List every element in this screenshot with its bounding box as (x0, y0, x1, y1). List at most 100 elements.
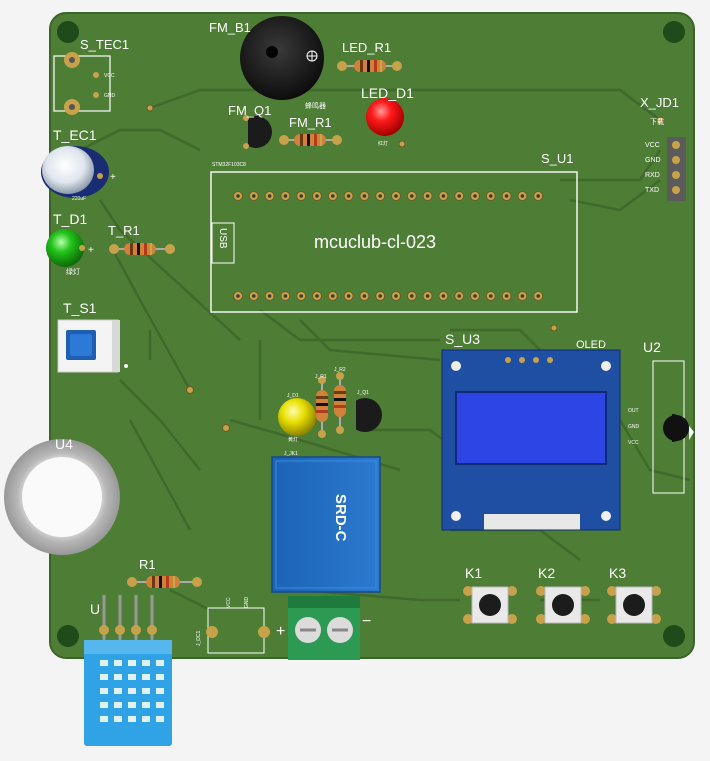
x-jd1-title: 下载 (650, 117, 664, 126)
mcu-pin-hole (441, 194, 446, 198)
j-r2-label: J_R2 (334, 367, 346, 373)
mcu-pin-hole (331, 194, 335, 198)
u2-pin-gnd: GND (628, 424, 640, 430)
r1-label: R1 (139, 557, 156, 572)
fm-r1-resistor (279, 134, 342, 146)
t-ec1-capacitor (41, 146, 109, 198)
t-ec1-value: 220uF (72, 196, 86, 202)
t-ec1-label: T_EC1 (53, 127, 97, 143)
s-u1-usb-label: USB (217, 228, 228, 249)
x-jd1-pin-gnd: GND (645, 157, 661, 164)
mcu-pin-hole (520, 294, 525, 298)
t-d1-green-led (46, 229, 85, 267)
power-connector-label: J_DC1 (196, 630, 202, 646)
vias (146, 104, 664, 432)
j-d1-yellow-led (278, 398, 316, 436)
fm-b1-buzzer (240, 16, 324, 100)
j-r1-label: J_R1 (315, 374, 327, 380)
t-s1-switch (57, 319, 128, 373)
u4-label: U4 (55, 436, 73, 452)
mcu-pin-hole (441, 294, 446, 298)
mcu-pin-hole (236, 194, 240, 198)
relay-label: J_JK1 (284, 451, 298, 457)
t-d1-label: T_D1 (53, 211, 87, 227)
copper-traces (79, 88, 691, 612)
mcu-pin-hole (331, 294, 335, 298)
mcu-pin-hole (473, 194, 477, 198)
mcu-pin-hole (473, 294, 477, 298)
silkscreen-text: S_TEC1 VCC GND T_EC1 220uF + T_D1 绿灯 + T… (53, 20, 679, 646)
mcu-pin-hole (410, 294, 414, 298)
mcu-pin-hole (410, 194, 414, 198)
t-r1-resistor (109, 243, 175, 255)
s-u3-label: S_U3 (445, 331, 480, 347)
key-label: K1 (465, 565, 482, 581)
terminal-plus: + (276, 623, 285, 640)
fm-b1-label: FM_B1 (209, 20, 251, 35)
power-vcc-label: VCC (226, 597, 232, 608)
x-jd1-pin-vcc: VCC (645, 142, 660, 149)
mounting-holes (57, 21, 685, 647)
key-label: K3 (609, 565, 626, 581)
mcu-pin-hole (283, 294, 288, 298)
mcu-pin-hole (394, 194, 398, 198)
x-jd1-header (667, 137, 686, 201)
j-d1-note: 黄灯 (288, 436, 298, 443)
oled-label: OLED (576, 339, 606, 351)
j-q1-transistor (346, 398, 382, 432)
s-u1-label: S_U1 (541, 151, 574, 166)
key-k2: K2 (536, 565, 590, 624)
u2-sensor-module (652, 360, 694, 494)
board-title: mcuclub-cl-023 (314, 232, 436, 252)
relay-model: SRD-C (332, 494, 349, 542)
mcu-pin-hole (378, 294, 383, 298)
j-q1-label: J_Q1 (357, 390, 369, 396)
s-tec1-label: S_TEC1 (80, 37, 129, 52)
s-u1-top-note: STM32F103C8 (212, 162, 246, 168)
t-s1-label: T_S1 (63, 300, 97, 316)
mcu-pin-hole (425, 294, 430, 298)
mcu-pin-hole (378, 194, 383, 198)
j-d1-label: J_D1 (287, 393, 299, 399)
power-connector-outline (206, 607, 270, 654)
mcu-pin-hole (299, 294, 304, 298)
u4-sensor (4, 439, 120, 555)
mcu-pin-hole (252, 294, 256, 298)
led-d1-label: LED_D1 (361, 85, 414, 101)
power-gnd-label: GND (244, 597, 250, 609)
mcu-pin-hole (362, 194, 367, 198)
key-label: K2 (538, 565, 555, 581)
key-k1: K1 (463, 565, 517, 624)
j-r-resistors (316, 372, 346, 438)
mcu-pin-hole (362, 294, 367, 298)
mcu-pin-hole (457, 194, 462, 198)
fm-r1-label: FM_R1 (289, 115, 332, 130)
mcu-pin-hole (536, 294, 540, 298)
fm-q1-transistor (238, 115, 272, 149)
led-r1-resistor (337, 60, 402, 72)
mcu-pin-hole (346, 194, 351, 198)
dht-sensor (84, 595, 172, 746)
fm-q1-label: FM_Q1 (228, 103, 271, 118)
s-u3-oled-module (441, 349, 621, 531)
mcu-pin-hole (267, 194, 272, 198)
mcu-pin-hole (504, 194, 509, 198)
mcu-pin-hole (536, 194, 540, 198)
terminal-minus: − (362, 613, 371, 630)
t-r1-label: T_R1 (108, 223, 140, 238)
t-d1-plus: + (88, 245, 94, 256)
screw-terminal (288, 596, 360, 660)
mcu-pin-hole (346, 294, 351, 298)
relay-srd-c (271, 456, 381, 593)
u2-label: U2 (643, 339, 661, 355)
fm-b1-note: 蜂鸣器 (305, 101, 326, 110)
t-ec1-plus: + (110, 172, 116, 183)
r1-resistor (127, 576, 202, 588)
u2-pin-vcc: VCC (628, 440, 639, 446)
mcu-pin-hole (252, 194, 256, 198)
x-jd1-pin-rxd: RXD (645, 172, 660, 179)
mcu-pin-hole (315, 294, 319, 298)
mcu-pin-hole (457, 294, 462, 298)
dht-label: U (90, 601, 100, 617)
